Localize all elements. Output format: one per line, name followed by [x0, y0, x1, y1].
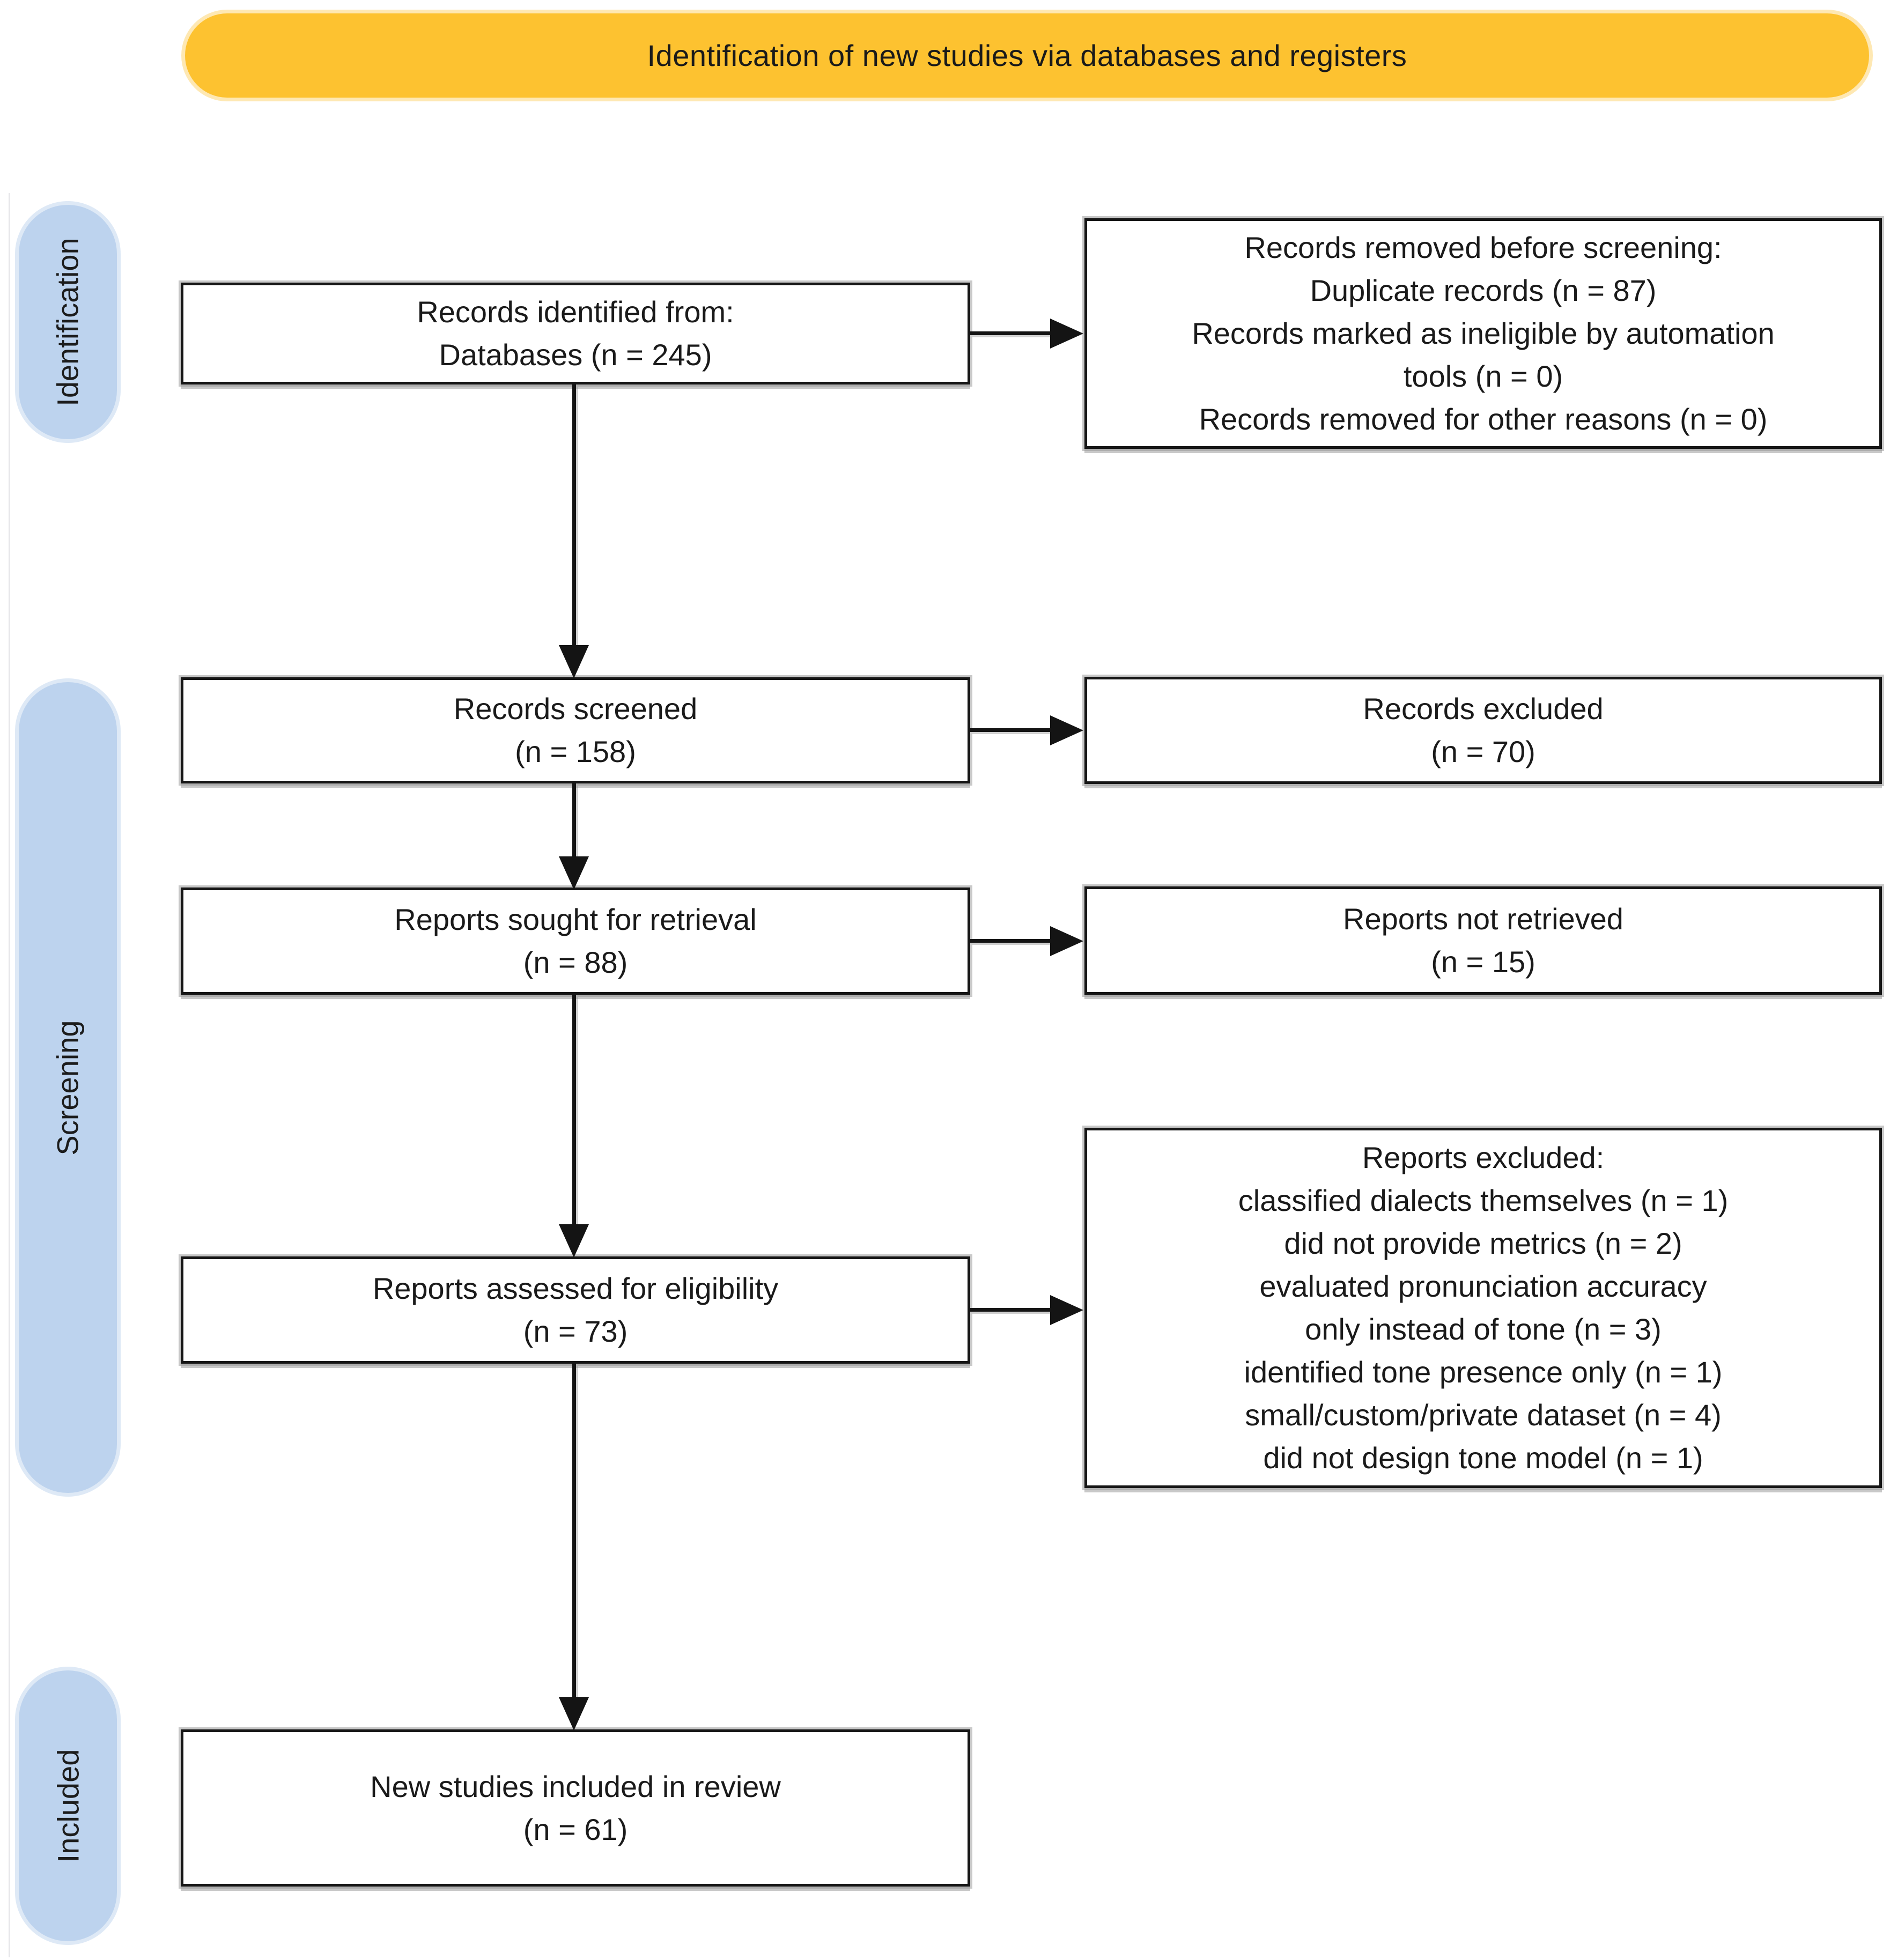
arrow-sought-to-assessed-head-icon — [559, 1224, 589, 1258]
arrow-sought-to-not-retrieved-line — [970, 939, 1053, 943]
box-new-studies-included-in-review: New studies included in review (n = 61) — [179, 1727, 972, 1889]
box-records-identified-text: Records identified from: Databases (n = … — [417, 295, 734, 372]
arrow-screened-to-excluded-line — [970, 728, 1053, 732]
box-reports-excluded-text: Reports excluded: classified dialects th… — [1238, 1141, 1729, 1475]
box-reports-sought-for-retrieval: Reports sought for retrieval (n = 88) — [179, 885, 972, 997]
box-reports-assessed-for-eligibility: Reports assessed for eligibility (n = 73… — [179, 1254, 972, 1366]
box-reports-assessed-text: Reports assessed for eligibility (n = 73… — [372, 1271, 779, 1348]
stage-pill-identification: Identification — [19, 205, 117, 439]
box-reports-excluded: Reports excluded: classified dialects th… — [1082, 1126, 1884, 1490]
arrow-identified-to-removed-line — [970, 331, 1053, 335]
arrow-screened-to-excluded-head-icon — [1050, 715, 1083, 745]
box-records-removed-text: Records removed before screening: Duplic… — [1192, 231, 1775, 436]
stage-label-identification: Identification — [51, 238, 85, 406]
arrow-assessed-to-included-line — [572, 1364, 576, 1703]
box-reports-sought-text: Reports sought for retrieval (n = 88) — [394, 903, 757, 979]
stage-label-screening: Screening — [51, 1019, 85, 1156]
arrow-assessed-to-excluded-head-icon — [1050, 1295, 1083, 1325]
box-records-removed-before-screening: Records removed before screening: Duplic… — [1082, 216, 1884, 451]
box-records-excluded-text: Records excluded (n = 70) — [1363, 692, 1604, 768]
stage-pill-screening: Screening — [19, 682, 117, 1493]
stage-label-included: Included — [51, 1749, 85, 1863]
arrow-assessed-to-included-head-icon — [559, 1697, 589, 1730]
arrow-sought-to-assessed-line — [572, 995, 576, 1230]
arrow-identified-to-screened-head-icon — [559, 645, 589, 678]
arrow-identified-to-screened-line — [572, 384, 576, 650]
box-reports-not-retrieved-text: Reports not retrieved (n = 15) — [1343, 902, 1623, 979]
box-records-screened-text: Records screened (n = 158) — [453, 692, 698, 768]
box-reports-not-retrieved: Reports not retrieved (n = 15) — [1082, 884, 1884, 997]
banner-label: Identification of new studies via databa… — [647, 39, 1407, 72]
arrow-identified-to-removed-head-icon — [1050, 319, 1083, 349]
box-records-identified: Records identified from: Databases (n = … — [179, 280, 972, 387]
stage-pill-included: Included — [19, 1670, 117, 1941]
arrow-sought-to-not-retrieved-head-icon — [1050, 926, 1083, 956]
arrow-screened-to-sought-head-icon — [559, 856, 589, 890]
page-edge-line — [9, 193, 10, 1957]
arrow-screened-to-sought-line — [572, 783, 576, 861]
box-records-screened: Records screened (n = 158) — [179, 675, 972, 786]
banner-identification-of-new-studies: Identification of new studies via databa… — [185, 13, 1869, 98]
box-new-studies-text: New studies included in review (n = 61) — [370, 1769, 781, 1846]
box-records-excluded: Records excluded (n = 70) — [1082, 675, 1884, 786]
arrow-assessed-to-excluded-line — [970, 1308, 1053, 1312]
